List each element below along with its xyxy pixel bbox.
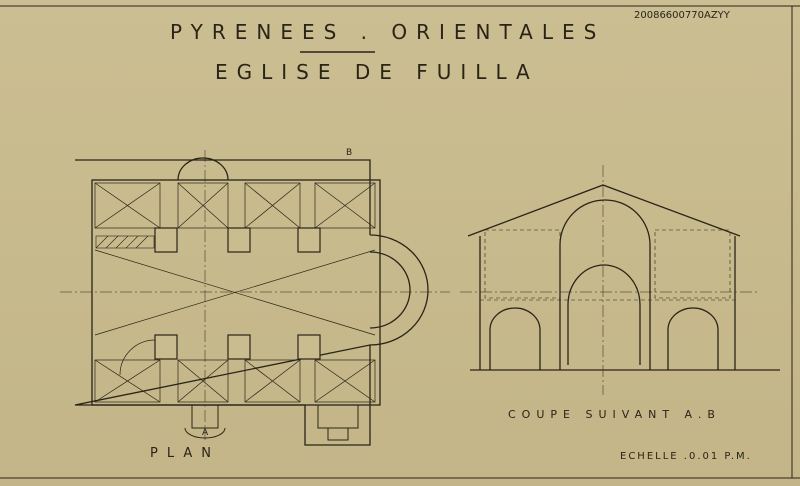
section-label: COUPE SUIVANT A.B (508, 408, 721, 421)
apse-outer (369, 234, 429, 346)
section-walls (479, 236, 736, 370)
bell-turret (177, 157, 229, 181)
central-arch-inner (567, 264, 641, 365)
plan-outer-wall (74, 159, 371, 446)
section-elevation (460, 165, 780, 395)
plan-label: PLAN (150, 446, 220, 461)
apse-inner (369, 251, 411, 329)
section-marker-b: B (346, 148, 353, 158)
reference-code: 20086600770AZYY (634, 10, 730, 21)
piers (154, 227, 321, 360)
central-arch-outer (559, 199, 651, 370)
title-subject: EGLISE DE FUILLA (215, 60, 539, 84)
bays (94, 182, 376, 403)
hatched-wall (95, 235, 155, 249)
spiral-stair (119, 339, 156, 376)
section-marker-a: A (202, 428, 209, 438)
right-side-arch (667, 307, 719, 370)
left-side-arch (489, 307, 541, 370)
nave-walls (91, 179, 381, 406)
gable-roof (467, 184, 741, 237)
floor-plan (60, 150, 450, 446)
title-region: PYRENEES . ORIENTALES (170, 20, 606, 44)
scale-label: ECHELLE .0.01 P.M. (620, 451, 752, 462)
side-chapel (317, 405, 359, 441)
